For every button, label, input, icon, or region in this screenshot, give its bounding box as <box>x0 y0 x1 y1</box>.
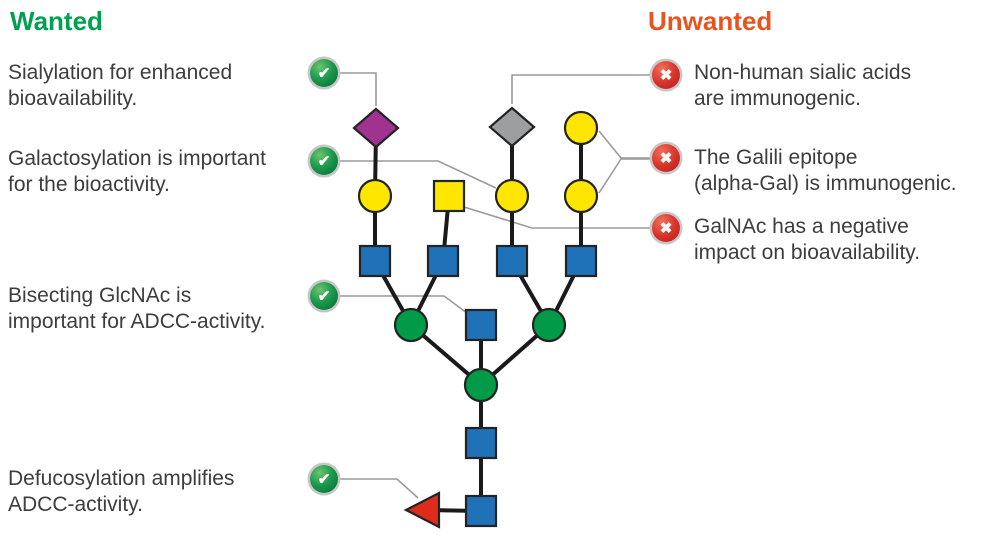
check-icon: ✔ <box>310 282 338 310</box>
glycan-bond <box>373 126 378 198</box>
mannose-circle <box>531 307 567 343</box>
check-icon: ✔ <box>310 465 338 493</box>
glcnac-square <box>358 244 392 278</box>
glcnac-square <box>564 244 598 278</box>
sialic-acid-diamond <box>352 107 400 149</box>
check-icon: ✔ <box>310 147 338 175</box>
galactose-circle <box>563 110 599 146</box>
note-nonhuman-sialic: Non-human sialic acids are immunogenic. <box>694 61 912 110</box>
cross-icon: ✖ <box>652 61 680 89</box>
check-icon: ✔ <box>310 59 338 87</box>
fucose-triangle <box>403 491 441 529</box>
glycan-bond <box>479 323 551 387</box>
leader-line <box>338 72 377 106</box>
cross-icon: ✖ <box>652 144 680 172</box>
unwanted-heading: Unwanted <box>648 6 773 36</box>
bisecting-glcnac-square <box>464 308 498 342</box>
note-galactosylation: Galactosylation is important for the bio… <box>8 147 266 196</box>
glcnac-square <box>495 244 529 278</box>
glycan-bond <box>441 194 451 263</box>
glcnac-square <box>464 494 498 528</box>
glcnac-square <box>464 426 498 460</box>
glycan-bond <box>423 508 483 513</box>
leader-line <box>338 295 468 314</box>
note-bisecting: Bisecting GlcNAc is important for ADCC-a… <box>8 284 266 333</box>
wanted-heading: Wanted <box>10 6 103 36</box>
galnac-square <box>432 179 466 213</box>
mannose-circle <box>393 307 429 343</box>
note-galili-epitope: The Galili epitope (alpha-Gal) is immuno… <box>694 146 957 195</box>
glycan-bond <box>409 259 445 327</box>
note-galnac: GalNAc has a negative impact on bioavail… <box>694 215 921 264</box>
glcnac-square <box>426 244 460 278</box>
nonhuman-sialic-diamond <box>488 106 536 148</box>
leader-line <box>338 160 497 189</box>
galactose-circle <box>494 178 530 214</box>
leader-line <box>598 158 652 194</box>
note-sialylation: Sialylation for enhanced bioavailability… <box>8 61 233 110</box>
note-defucosylation: Defucosylation amplifies ADCC-activity. <box>8 467 235 516</box>
leader-line <box>598 130 652 159</box>
glycan-bond <box>547 259 583 327</box>
leader-line <box>463 206 652 229</box>
leader-line <box>511 74 652 104</box>
leader-line <box>338 478 419 499</box>
glycan-bond <box>373 259 413 327</box>
glycan-bond <box>409 323 483 387</box>
glycan-bond <box>510 259 551 327</box>
galactose-circle <box>563 178 599 214</box>
cross-icon: ✖ <box>652 214 680 242</box>
galactose-circle <box>357 178 393 214</box>
mannose-circle <box>463 367 499 403</box>
